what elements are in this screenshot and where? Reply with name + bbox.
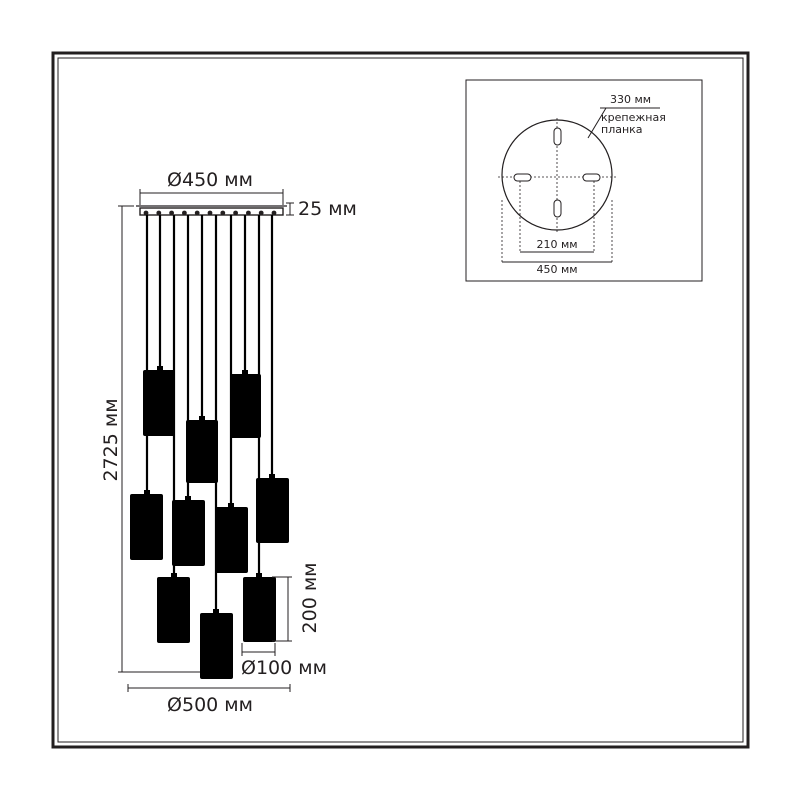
cord-holder	[271, 210, 277, 216]
overall-diameter-dimension: Ø500 мм	[127, 684, 291, 716]
pendant-shade	[143, 370, 175, 436]
canopy-cord-holders	[143, 210, 277, 216]
pendant-shade	[230, 374, 261, 438]
shade-cap	[199, 416, 205, 421]
plate-leader-line	[587, 107, 607, 139]
canopy-width-label: 450 мм	[536, 263, 577, 276]
canopy-top-view-inset: 330 мм крепежная планка 210 мм 450 мм	[465, 79, 703, 282]
canopy-height-label: 25 мм	[298, 198, 357, 220]
shade-cap	[256, 573, 262, 578]
canopy-diameter-dimension: Ø450 мм	[139, 169, 284, 205]
overall-diameter-label: Ø500 мм	[167, 694, 253, 716]
mount-slot-bottom	[553, 199, 562, 218]
cord-holder	[182, 210, 187, 216]
shade-cap	[228, 503, 234, 508]
inset-frame	[465, 79, 703, 282]
mount-slot-right	[582, 173, 601, 182]
plate-width-label: 330 мм	[610, 93, 651, 106]
canopy-height-dimension: 25 мм	[286, 198, 357, 220]
pendant-shade	[215, 507, 248, 573]
pendant-shade	[256, 478, 289, 543]
cord-holder	[156, 210, 162, 216]
outer-frame	[51, 51, 750, 749]
pendant-shade	[186, 420, 218, 483]
lamp-side-view: Ø450 мм 25 мм 2725 мм 200 мм	[100, 169, 357, 716]
cord-holder	[233, 210, 239, 216]
pendant-shade	[172, 500, 205, 566]
pendant-shade	[243, 577, 276, 642]
shade-height-label: 200 мм	[299, 563, 321, 634]
mount-slot-top	[553, 127, 562, 146]
pendant-shade	[130, 494, 163, 560]
shade-cap	[213, 609, 219, 614]
total-height-dimension: 2725 мм	[100, 205, 200, 673]
plate-label-line2: планка	[601, 123, 643, 136]
shade-diameter-dimension: Ø100 мм	[241, 643, 327, 679]
shade-cap	[185, 496, 191, 501]
shade-diameter-label: Ø100 мм	[241, 657, 327, 679]
pendant-shade	[157, 577, 190, 643]
pendant-shade	[200, 613, 233, 679]
shade-cap	[171, 573, 177, 578]
mount-slot-left	[513, 173, 532, 182]
cord-holder	[143, 210, 149, 216]
pendant-shades	[130, 366, 289, 679]
cord-holder	[169, 210, 175, 216]
cord-holder	[246, 210, 251, 216]
canopy-diameter-label: Ø450 мм	[167, 169, 253, 191]
cord-holder	[207, 210, 213, 216]
shade-cap	[269, 474, 275, 479]
cord-holder	[220, 210, 226, 216]
shade-cap	[144, 490, 150, 495]
shade-cap	[242, 370, 248, 375]
inner-frame	[57, 57, 744, 743]
cord-holder	[258, 210, 264, 216]
mount-spacing-label: 210 мм	[536, 238, 577, 251]
plate-label-line1: крепежная	[601, 111, 666, 124]
shade-height-dimension: 200 мм	[272, 563, 321, 642]
total-height-label: 2725 мм	[100, 398, 122, 481]
cord-holder	[194, 210, 200, 216]
shade-cap	[157, 366, 163, 371]
